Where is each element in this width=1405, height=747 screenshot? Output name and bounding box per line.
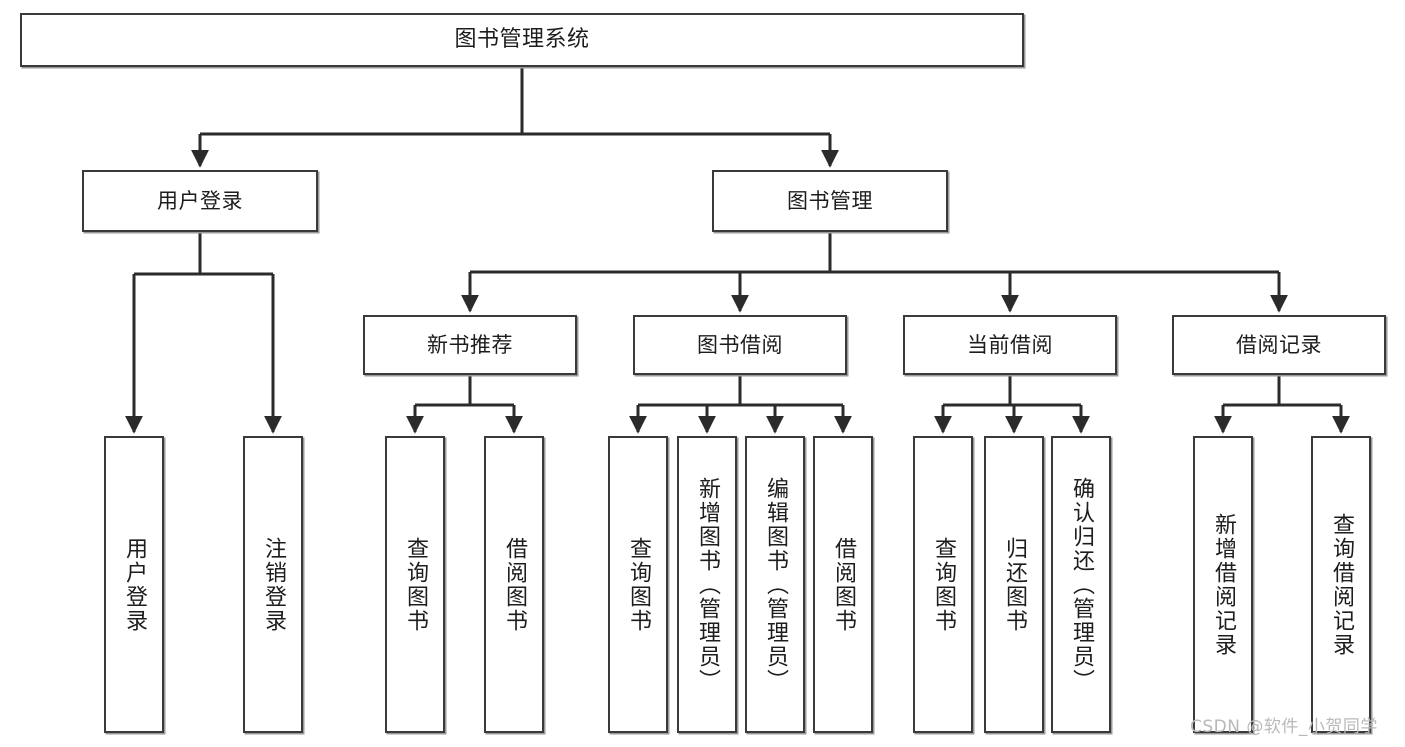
node-root[interactable]: 图书管理系统 bbox=[20, 13, 1024, 67]
node-leaf-user-login-label: 用户登录 bbox=[122, 536, 147, 633]
node-book-manage-label: 图书管理 bbox=[787, 188, 873, 213]
node-new-book-recommend[interactable]: 新书推荐 bbox=[363, 315, 577, 375]
node-leaf-edit-book-admin-label: 编辑图书（管理员） bbox=[763, 476, 788, 693]
node-leaf-query-borrow-record[interactable]: 查询借阅记录 bbox=[1311, 436, 1371, 733]
node-leaf-edit-book-admin[interactable]: 编辑图书（管理员） bbox=[745, 436, 805, 733]
node-leaf-add-borrow-record-label: 新增借阅记录 bbox=[1211, 512, 1236, 657]
node-user-login-label: 用户登录 bbox=[157, 188, 243, 213]
node-leaf-borrow-book-1[interactable]: 借阅图书 bbox=[484, 436, 544, 733]
node-leaf-add-borrow-record[interactable]: 新增借阅记录 bbox=[1193, 436, 1253, 733]
node-leaf-borrow-book-1-label: 借阅图书 bbox=[502, 536, 527, 633]
node-leaf-query-book-1[interactable]: 查询图书 bbox=[385, 436, 445, 733]
node-leaf-user-logout[interactable]: 注销登录 bbox=[243, 436, 303, 733]
node-leaf-user-login[interactable]: 用户登录 bbox=[104, 436, 164, 733]
node-leaf-query-book-2-label: 查询图书 bbox=[626, 536, 651, 633]
node-leaf-borrow-book-2[interactable]: 借阅图书 bbox=[813, 436, 873, 733]
node-leaf-query-book-3-label: 查询图书 bbox=[931, 536, 956, 633]
node-leaf-query-book-2[interactable]: 查询图书 bbox=[608, 436, 668, 733]
node-leaf-user-logout-label: 注销登录 bbox=[261, 536, 286, 633]
node-user-login[interactable]: 用户登录 bbox=[82, 170, 318, 232]
node-leaf-confirm-return-admin-label: 确认归还（管理员） bbox=[1069, 476, 1094, 693]
node-leaf-add-book-admin-label: 新增图书（管理员） bbox=[695, 476, 720, 693]
node-leaf-confirm-return-admin[interactable]: 确认归还（管理员） bbox=[1051, 436, 1111, 733]
node-leaf-query-borrow-record-label: 查询借阅记录 bbox=[1329, 512, 1354, 657]
node-leaf-add-book-admin[interactable]: 新增图书（管理员） bbox=[677, 436, 737, 733]
node-leaf-borrow-book-2-label: 借阅图书 bbox=[831, 536, 856, 633]
node-leaf-query-book-1-label: 查询图书 bbox=[403, 536, 428, 633]
node-root-label: 图书管理系统 bbox=[454, 27, 590, 53]
node-leaf-return-book-label: 归还图书 bbox=[1002, 536, 1027, 633]
node-book-borrow-label: 图书借阅 bbox=[697, 332, 783, 357]
watermark: CSDN @软件_小贺同学 bbox=[1190, 717, 1378, 737]
node-book-borrow[interactable]: 图书借阅 bbox=[633, 315, 847, 375]
node-leaf-return-book[interactable]: 归还图书 bbox=[984, 436, 1044, 733]
node-borrow-record[interactable]: 借阅记录 bbox=[1172, 315, 1386, 375]
node-new-book-recommend-label: 新书推荐 bbox=[427, 332, 513, 357]
node-current-borrow-label: 当前借阅 bbox=[967, 332, 1053, 357]
node-book-manage[interactable]: 图书管理 bbox=[712, 170, 948, 232]
node-current-borrow[interactable]: 当前借阅 bbox=[903, 315, 1117, 375]
node-borrow-record-label: 借阅记录 bbox=[1236, 332, 1322, 357]
node-leaf-query-book-3[interactable]: 查询图书 bbox=[913, 436, 973, 733]
